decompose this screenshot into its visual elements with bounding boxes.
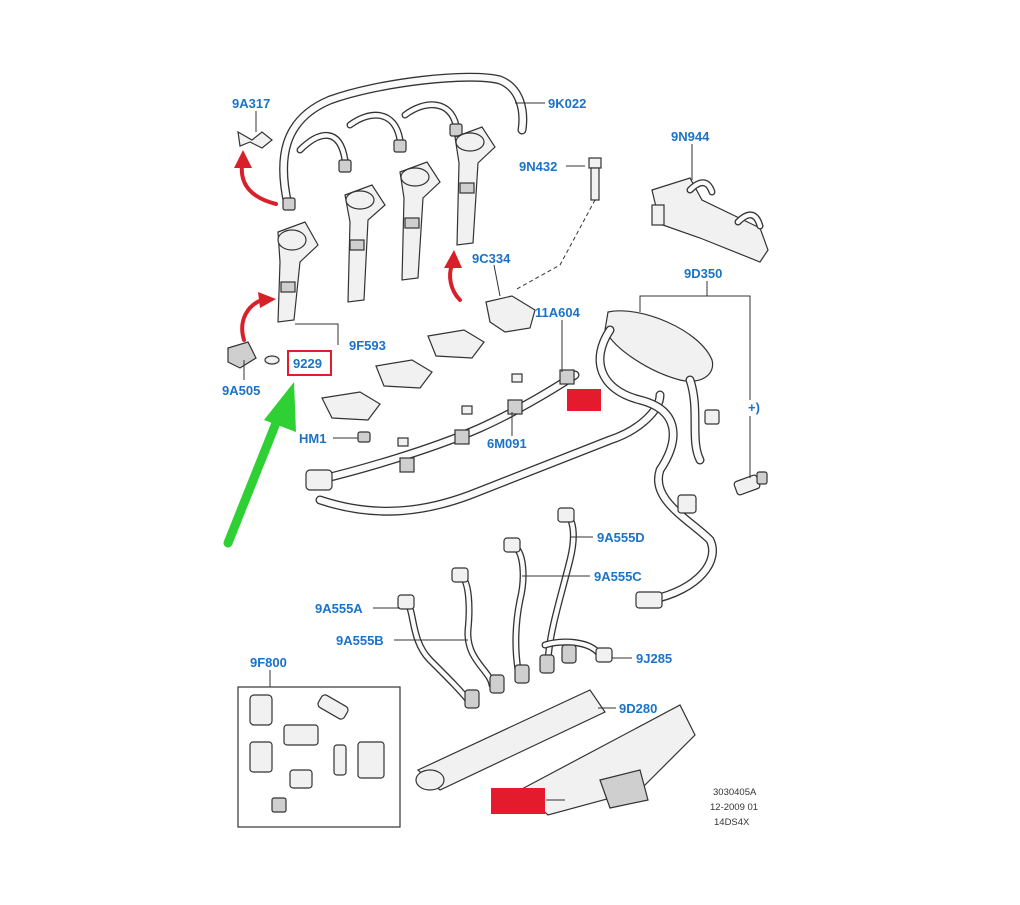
reference-line-2: 12-2009 01 bbox=[710, 802, 758, 813]
reference-line-1: 3030405A bbox=[713, 787, 757, 798]
callout-9A555C: 9A555C bbox=[594, 569, 642, 584]
injector-2 bbox=[344, 184, 386, 303]
callout-plus: +) bbox=[748, 400, 760, 415]
callout-6M091: 6M091 bbox=[487, 436, 527, 451]
clamp-part bbox=[227, 341, 257, 369]
callout-9A555D: 9A555D bbox=[597, 530, 645, 545]
red-arrow-injector-bottom bbox=[240, 298, 264, 342]
leak-off-return-line bbox=[279, 72, 528, 211]
sensor-part bbox=[733, 471, 768, 496]
callout-9N944: 9N944 bbox=[671, 129, 710, 144]
fuel-rail-heat-shield bbox=[518, 704, 696, 816]
redacted-label-2 bbox=[491, 788, 545, 814]
fuel-rail bbox=[415, 644, 606, 791]
callout-9A555B: 9A555B bbox=[336, 633, 384, 648]
green-arrow-head bbox=[264, 382, 296, 432]
callout-9A555A: 9A555A bbox=[315, 601, 363, 616]
callout-9C334: 9C334 bbox=[472, 251, 511, 266]
injector-4 bbox=[454, 126, 496, 246]
callout-9D350: 9D350 bbox=[684, 266, 722, 281]
injector-front bbox=[277, 221, 319, 323]
callout-HM1: HM1 bbox=[299, 431, 326, 446]
bolt-part bbox=[588, 157, 602, 201]
red-arrows bbox=[234, 150, 462, 342]
injector-clamp bbox=[485, 295, 536, 333]
callout-9D280: 9D280 bbox=[619, 701, 657, 716]
clip-part bbox=[237, 130, 273, 149]
callout-9J285: 9J285 bbox=[636, 651, 672, 666]
high-pressure-pipes bbox=[397, 507, 613, 704]
leader-lines bbox=[243, 102, 751, 801]
red-arrow-injector-top bbox=[239, 163, 278, 206]
callout-9A505: 9A505 bbox=[222, 383, 260, 398]
green-arrow bbox=[223, 382, 296, 548]
red-arrow-clamp bbox=[448, 263, 462, 302]
kit-box-9F800 bbox=[237, 686, 401, 828]
callout-9K022: 9K022 bbox=[548, 96, 586, 111]
engine-wiring-harness bbox=[595, 310, 720, 609]
callout-9229: 9229 bbox=[293, 356, 322, 371]
reference-line-3: 14DS4X bbox=[714, 817, 750, 828]
bracket-part bbox=[651, 177, 769, 263]
sealing-washer bbox=[264, 355, 280, 365]
highlight-box-9229 bbox=[287, 350, 332, 376]
rocker-arms bbox=[321, 329, 523, 447]
callout-9N432: 9N432 bbox=[519, 159, 557, 174]
red-arrow-head-clamp bbox=[444, 250, 462, 268]
red-arrow-head-bottom bbox=[258, 292, 276, 308]
callout-9F593: 9F593 bbox=[349, 338, 386, 353]
injector-wiring-harness bbox=[305, 369, 665, 516]
callout-9A317: 9A317 bbox=[232, 96, 270, 111]
callout-9F800: 9F800 bbox=[250, 655, 287, 670]
callout-11A604: 11A604 bbox=[535, 305, 581, 320]
injector-3 bbox=[399, 161, 441, 281]
red-arrow-head-top bbox=[234, 150, 252, 168]
redacted-label-1 bbox=[567, 389, 601, 411]
